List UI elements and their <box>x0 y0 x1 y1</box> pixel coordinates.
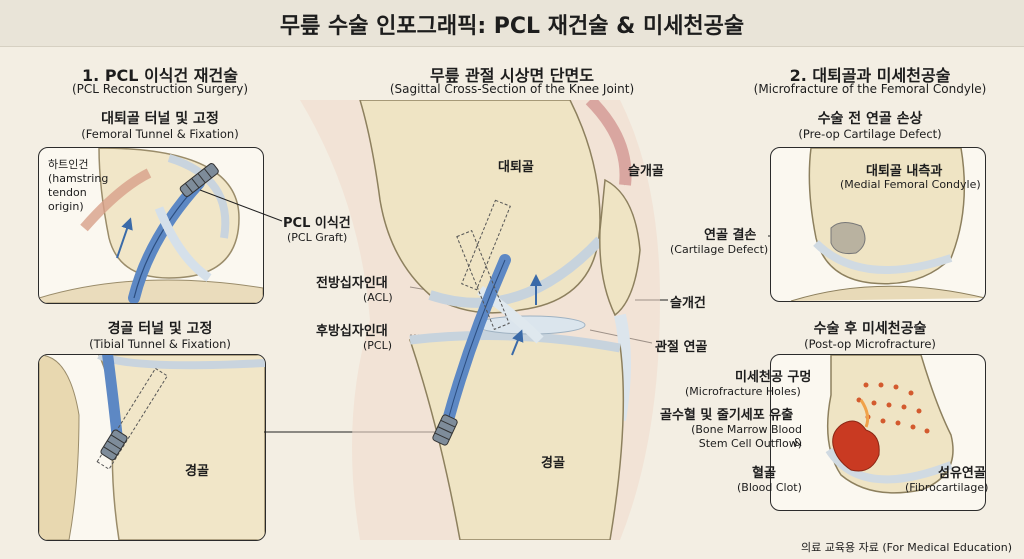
patella-label: 슬개골 <box>628 164 664 179</box>
holes-label-en: (Microfracture Holes) <box>685 385 801 398</box>
tibial-title: 경골 터널 및 고정 <box>107 321 213 337</box>
acl-label: 전방십자인대 <box>316 276 388 291</box>
acl-label-en: (ACL) <box>363 291 393 304</box>
fibro-label: 섬유연골 <box>938 466 986 481</box>
tibial-tunnel-panel <box>38 354 266 541</box>
hamstring-label: 하트인건 (hamstring tendon origin) <box>48 158 109 213</box>
defect-label-en: (Cartilage Defect) <box>670 243 769 256</box>
right-heading: 2. 대퇴골과 미세천공술 <box>789 66 951 85</box>
pcl-graft-label-en: (PCL Graft) <box>287 231 348 244</box>
pcl-label-en: (PCL) <box>363 339 393 352</box>
tibial-title-en: (Tibial Tunnel & Fixation) <box>89 337 231 351</box>
condyle-label: 대퇴골 내측과 <box>866 164 943 179</box>
postop-title-en: (Post-op Microfracture) <box>804 337 936 351</box>
femoral-title-en: (Femoral Tunnel & Fixation) <box>81 127 239 141</box>
clot-label-en: (Blood Clot) <box>737 481 802 494</box>
pcl-label: 후방십자인대 <box>316 324 388 339</box>
defect-label: 연골 결손 <box>704 228 757 243</box>
fibro-label-en: (Fibrocartilage) <box>905 481 989 494</box>
postop-title: 수술 후 미세천공술 <box>813 321 927 337</box>
footer-note: 의료 교육용 자료 (For Medical Education) <box>801 541 1012 554</box>
postop-illustration <box>825 355 954 494</box>
center-heading-en: (Sagittal Cross-Section of the Knee Join… <box>389 82 635 96</box>
postop-panel <box>770 354 986 511</box>
marrow-label-en-2: Stem Cell Outflow) <box>698 437 802 450</box>
clot-label: 혈골 <box>752 466 776 481</box>
marrow-label-en-1: (Bone Marrow Blood & <box>691 423 802 449</box>
marrow-label: 골수혈 및 줄기세포 유출 <box>660 408 794 423</box>
left-heading-en: (PCL Reconstruction Surgery) <box>71 82 249 96</box>
holes-label: 미세천공 구멍 <box>735 370 812 385</box>
preop-illustration <box>790 148 985 301</box>
title-bar <box>0 0 1024 47</box>
femoral-tunnel-panel <box>38 147 264 304</box>
right-heading-en: (Microfracture of the Femoral Condyle) <box>753 82 987 96</box>
center-heading: 무릎 관절 시상면 단면도 <box>430 66 594 85</box>
preop-title: 수술 전 연골 손상 <box>817 111 923 127</box>
joint-cartilage-label: 관절 연골 <box>655 340 708 355</box>
preop-panel <box>770 147 986 302</box>
patellar-tendon-label: 슬개건 <box>670 296 706 311</box>
pcl-graft-label: PCL 이식건 <box>283 216 351 231</box>
preop-title-en: (Pre-op Cartilage Defect) <box>798 127 942 141</box>
tibial-tunnel-illustration <box>39 355 265 540</box>
condyle-label-en: (Medial Femoral Condyle) <box>840 178 981 191</box>
tibia-label-center: 경골 <box>541 456 565 471</box>
left-heading: 1. PCL 이식건 재건술 <box>82 66 238 85</box>
femur-label: 대퇴골 <box>498 160 534 175</box>
knee-cross-section <box>300 100 700 540</box>
tibia-label-left: 경골 <box>185 464 209 479</box>
page-title: 무릎 수술 인포그래픽: PCL 재건술 & 미세천공술 <box>279 14 745 39</box>
femoral-tunnel-illustration <box>39 148 263 303</box>
femoral-title: 대퇴골 터널 및 고정 <box>101 111 219 127</box>
